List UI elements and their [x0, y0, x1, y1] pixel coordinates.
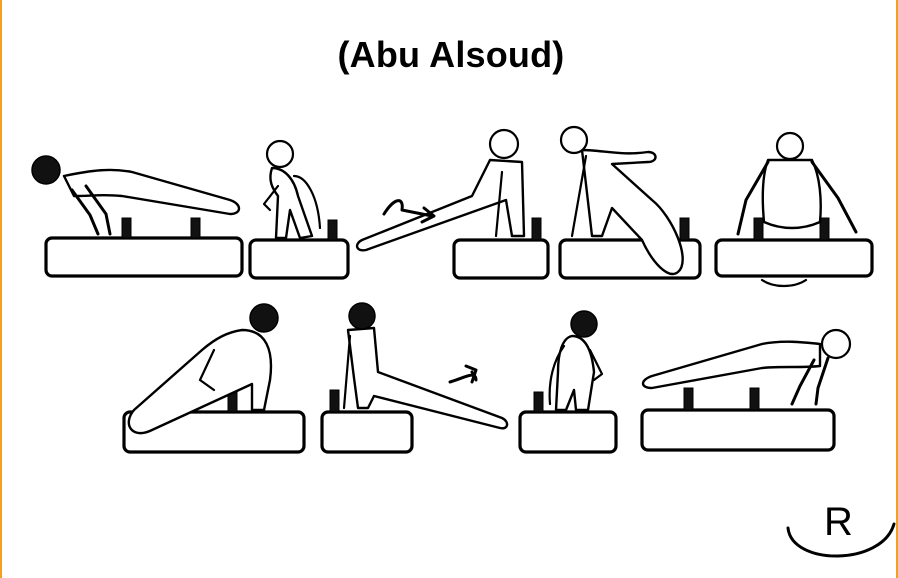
pommel-9b — [750, 388, 759, 410]
gymnast-head-9 — [822, 330, 850, 358]
gymnast-legs-5 — [762, 280, 806, 286]
pommel-9a — [684, 388, 693, 410]
pommel-3 — [532, 218, 541, 240]
gymnast-head-7 — [349, 303, 375, 329]
figure-2-side-support — [250, 141, 348, 278]
pommel-4 — [680, 218, 689, 240]
gymnast-arm-4 — [572, 156, 586, 236]
pommel-2 — [328, 220, 337, 240]
pommel-8 — [534, 392, 543, 412]
gymnast-body-9 — [643, 342, 820, 388]
pommel-horse-9 — [642, 410, 834, 450]
gymnast-body-8 — [556, 336, 594, 410]
gymnast-head-8 — [571, 311, 597, 337]
pommel-horse-8 — [520, 412, 616, 452]
pommel-horse-5 — [716, 240, 872, 276]
gymnast-head-1 — [32, 156, 60, 184]
gymnast-body-2 — [270, 168, 312, 238]
gymnast-head-6 — [250, 304, 278, 332]
pommel-5b — [820, 218, 829, 240]
gymnast-arm-7 — [344, 336, 350, 408]
gymnast-head-3 — [490, 130, 518, 158]
figure-8-side-support — [520, 311, 616, 452]
figure-1-support-position — [32, 156, 242, 276]
pommel-horse-1 — [46, 238, 242, 276]
gymnast-head-5 — [777, 133, 803, 159]
gymnast-arm-2 — [264, 186, 278, 210]
pommel-5a — [754, 218, 763, 240]
pommel-horse-7 — [322, 412, 412, 452]
figure-3-leg-sweep — [357, 130, 548, 278]
figure-4-forward-lean — [560, 127, 700, 278]
gymnast-head-2 — [267, 141, 293, 167]
pommel-horse-3 — [454, 240, 548, 278]
figure-7-rear-support — [322, 303, 507, 452]
pommel-7 — [330, 390, 339, 412]
gymnast-body-5 — [763, 160, 821, 228]
direction-letter: R — [824, 500, 853, 545]
gymnast-head-4 — [561, 127, 587, 153]
pommel-horse-2 — [250, 240, 348, 278]
pommel-1b — [191, 218, 200, 238]
figure-5-front-support — [716, 133, 872, 286]
figure-6-leg-circle — [124, 304, 304, 452]
pommel-1a — [122, 218, 131, 238]
figure-9-planche — [642, 330, 850, 450]
